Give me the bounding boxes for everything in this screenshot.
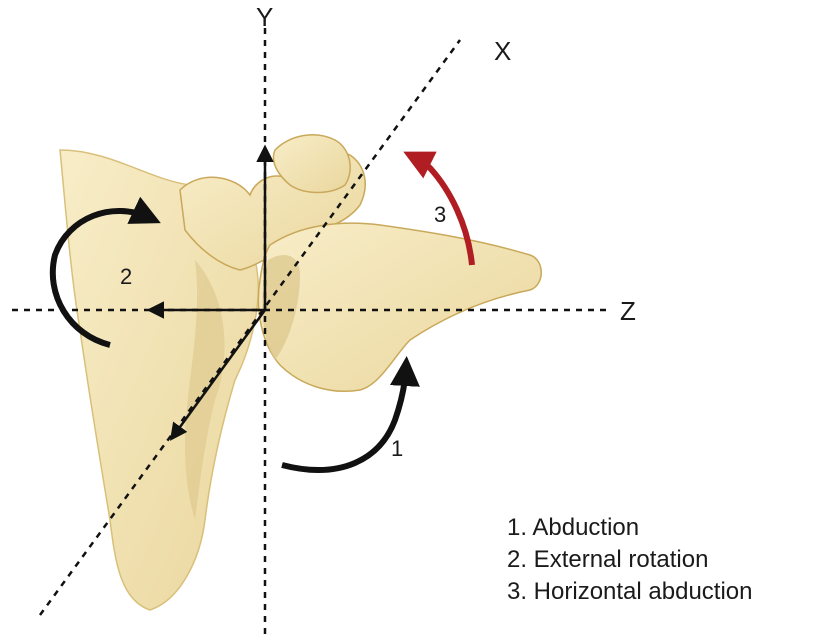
motion-legend: 1. Abduction 2. External rotation 3. Hor…: [507, 512, 752, 608]
legend-item-external-rotation: 2. External rotation: [507, 546, 709, 573]
bone-illustration: [59, 134, 542, 611]
horizontal-abduction-arrow: [403, 151, 475, 266]
abduction-arrow: [281, 356, 420, 473]
y-axis-label: Y: [256, 2, 273, 32]
legend-item-horizontal-abduction: 3. Horizontal abduction: [507, 578, 753, 605]
humeral-head-shadow: [262, 255, 300, 360]
axes: Y X Z: [12, 2, 636, 635]
x-axis: [38, 39, 462, 616]
legend-item-abduction: 1. Abduction: [507, 514, 640, 541]
external-rotation-arrow: [49, 196, 161, 348]
humerus: [257, 222, 542, 392]
x-axis-label: X: [494, 36, 511, 66]
horizontal-abduction-number: 3: [434, 202, 446, 227]
z-axis-label: Z: [620, 296, 636, 326]
abduction-number: 1: [391, 436, 403, 461]
motion-arrows: 1 2 3: [49, 151, 475, 473]
coracoid: [272, 134, 351, 194]
x-vector: [169, 309, 267, 441]
external-rotation-number: 2: [120, 264, 132, 289]
